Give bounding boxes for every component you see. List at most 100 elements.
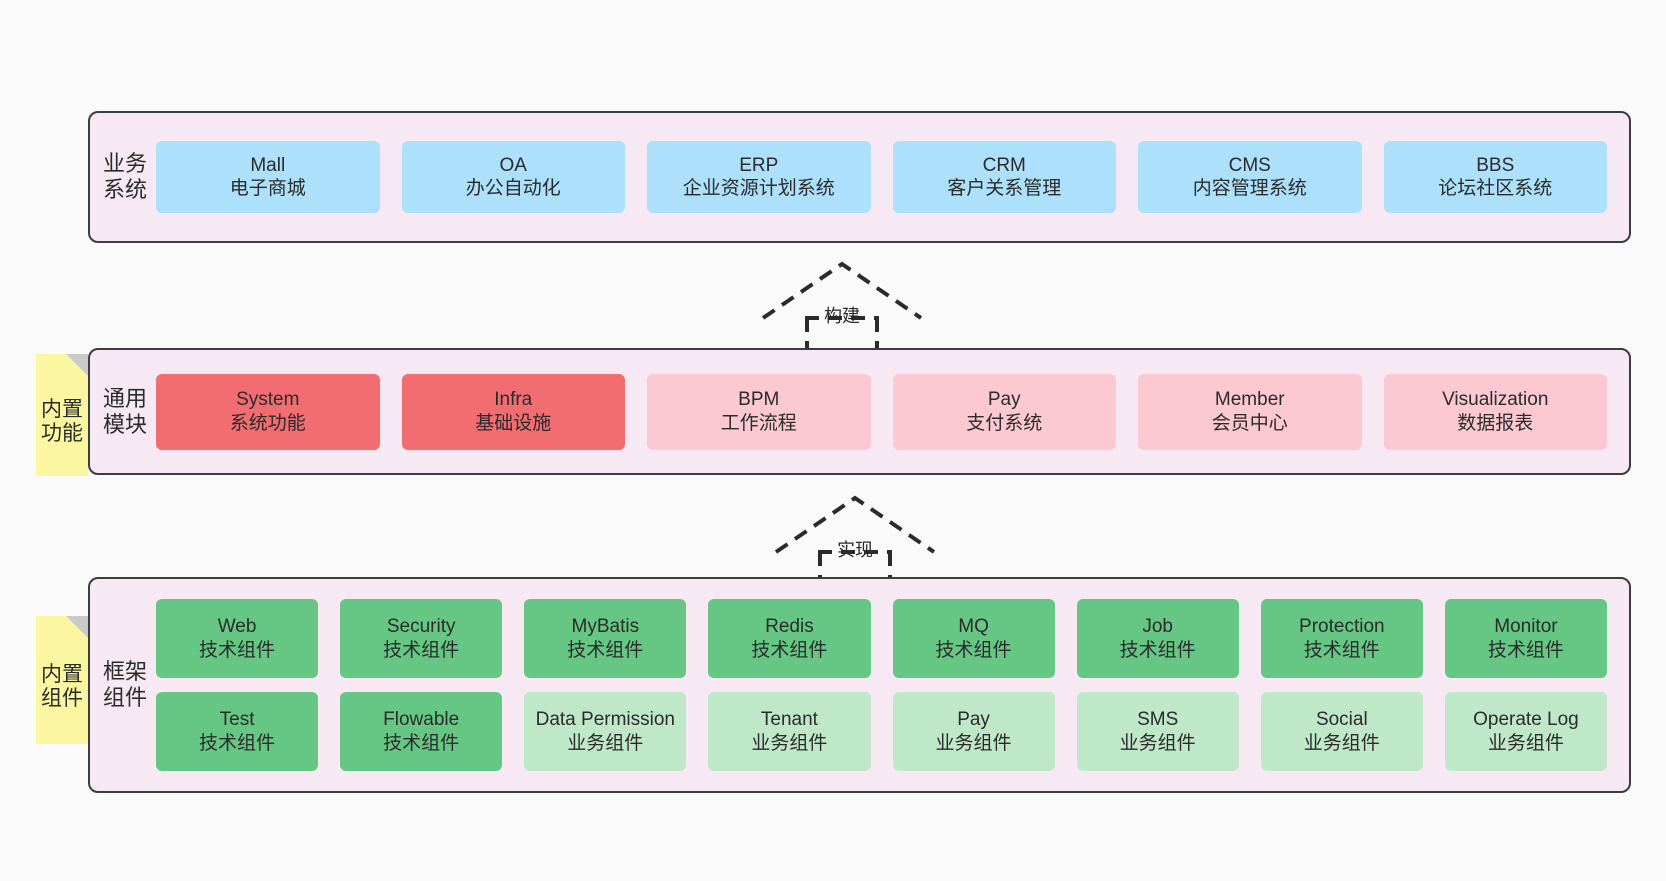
card-title-en: Redis	[765, 616, 814, 638]
card-data-permission[interactable]: Data Permission 业务组件	[524, 692, 687, 771]
card-title-cn: 业务组件	[567, 732, 644, 754]
card-title-en: MyBatis	[571, 616, 640, 638]
card-mq[interactable]: MQ 技术组件	[892, 599, 1055, 678]
layer-business-system[interactable]: 业务系统 Mall 电子商城 OA 办公自动化 ERP 企业资源计划系统 CRM…	[88, 111, 1631, 243]
card-title-cn: 技术组件	[199, 732, 276, 754]
card-crm[interactable]: CRM 客户关系管理	[892, 141, 1116, 213]
card-title-en: Pay	[957, 709, 990, 731]
card-protection[interactable]: Protection 技术组件	[1260, 599, 1423, 678]
card-infra[interactable]: Infra 基础设施	[401, 373, 625, 450]
card-title-en: CMS	[1228, 154, 1271, 176]
card-title-cn: 技术组件	[1119, 639, 1196, 661]
card-mall[interactable]: Mall 电子商城	[156, 141, 380, 213]
card-redis[interactable]: Redis 技术组件	[708, 599, 871, 678]
card-title-en: Web	[217, 616, 257, 638]
note-builtin-functions[interactable]: 内置功能	[36, 354, 88, 476]
card-row: Mall 电子商城 OA 办公自动化 ERP 企业资源计划系统 CRM 客户关系…	[156, 141, 1607, 213]
card-pay-module[interactable]: Pay 支付系统	[892, 373, 1116, 450]
page-fold-icon	[66, 616, 88, 638]
card-title-en: Tenant	[760, 709, 818, 731]
card-title-cn: 技术组件	[1487, 639, 1564, 661]
note-builtin-components[interactable]: 内置组件	[36, 616, 88, 744]
card-title-en: BBS	[1476, 154, 1515, 176]
card-title-en: CRM	[982, 154, 1026, 176]
card-title-en: Visualization	[1442, 389, 1549, 411]
layer-body-framework: Web 技术组件 Security 技术组件 MyBatis 技术组件 Redi…	[148, 579, 1629, 791]
card-title-en: Pay	[987, 389, 1021, 411]
card-title-cn: 技术组件	[383, 732, 460, 754]
card-title-cn: 系统功能	[229, 412, 306, 434]
card-system[interactable]: System 系统功能	[156, 373, 380, 450]
card-title-cn: 技术组件	[199, 639, 276, 661]
card-title-cn: 技术组件	[567, 639, 644, 661]
card-title-en: ERP	[739, 154, 779, 176]
connector-label-build: 构建	[824, 306, 860, 326]
layer-common-modules[interactable]: 通用模块 System 系统功能 Infra 基础设施 BPM 工作流程 Pay…	[88, 348, 1631, 475]
layer-title-framework: 框架组件	[102, 659, 147, 710]
card-title-cn: 技术组件	[935, 639, 1012, 661]
card-operate-log[interactable]: Operate Log 业务组件	[1444, 692, 1607, 771]
card-tenant[interactable]: Tenant 业务组件	[708, 692, 871, 771]
page-fold-icon	[66, 354, 88, 376]
card-title-en: Mall	[250, 154, 286, 176]
card-title-cn: 业务组件	[1119, 732, 1196, 754]
card-title-en: Job	[1142, 616, 1173, 638]
layer-title-business: 业务系统	[102, 151, 147, 202]
layer-title-modules: 通用模块	[102, 385, 147, 437]
card-monitor[interactable]: Monitor 技术组件	[1444, 599, 1607, 678]
card-title-cn: 客户关系管理	[947, 178, 1062, 199]
card-title-en: Operate Log	[1473, 709, 1579, 731]
card-pay-component[interactable]: Pay 业务组件	[892, 692, 1055, 771]
card-title-cn: 工作流程	[720, 412, 797, 434]
card-member[interactable]: Member 会员中心	[1138, 373, 1362, 450]
card-title-en: OA	[499, 154, 527, 176]
card-title-en: Data Permission	[535, 709, 675, 731]
card-erp[interactable]: ERP 企业资源计划系统	[647, 141, 871, 213]
card-title-cn: 业务组件	[751, 732, 828, 754]
card-title-cn: 技术组件	[383, 639, 460, 661]
layer-framework-components[interactable]: 框架组件 Web 技术组件 Security 技术组件 MyBatis 技术组件…	[88, 577, 1631, 793]
card-test[interactable]: Test 技术组件	[156, 692, 319, 771]
card-mybatis[interactable]: MyBatis 技术组件	[524, 599, 687, 678]
card-title-cn: 会员中心	[1211, 412, 1288, 434]
card-title-en: SMS	[1137, 709, 1179, 731]
card-bpm[interactable]: BPM 工作流程	[647, 373, 871, 450]
card-title-en: Protection	[1299, 616, 1385, 638]
card-web[interactable]: Web 技术组件	[156, 599, 319, 678]
card-title-en: Monitor	[1494, 616, 1558, 638]
connector-build-arrow: 构建	[757, 258, 927, 354]
connector-label-implement: 实现	[837, 540, 873, 560]
card-title-en: BPM	[738, 389, 780, 411]
card-title-en: Flowable	[383, 709, 460, 731]
card-sms[interactable]: SMS 业务组件	[1076, 692, 1239, 771]
card-job[interactable]: Job 技术组件	[1076, 599, 1239, 678]
card-title-cn: 电子商城	[229, 178, 306, 199]
card-security[interactable]: Security 技术组件	[340, 599, 503, 678]
card-title-en: Social	[1315, 709, 1368, 731]
card-row: Web 技术组件 Security 技术组件 MyBatis 技术组件 Redi…	[156, 599, 1607, 678]
card-cms[interactable]: CMS 内容管理系统	[1138, 141, 1362, 213]
card-title-cn: 基础设施	[475, 412, 552, 434]
note-label: 内置功能	[41, 397, 83, 445]
card-title-en: Test	[219, 709, 255, 731]
card-title-cn: 内容管理系统	[1192, 178, 1307, 199]
card-title-en: Infra	[494, 389, 533, 411]
card-social[interactable]: Social 业务组件	[1260, 692, 1423, 771]
card-title-cn: 论坛社区系统	[1438, 178, 1553, 199]
card-title-en: Member	[1214, 389, 1285, 411]
layer-body-modules: System 系统功能 Infra 基础设施 BPM 工作流程 Pay 支付系统…	[148, 350, 1629, 473]
card-visualization[interactable]: Visualization 数据报表	[1383, 373, 1607, 450]
card-flowable[interactable]: Flowable 技术组件	[340, 692, 503, 771]
card-title-cn: 数据报表	[1457, 412, 1534, 434]
card-title-cn: 业务组件	[1303, 732, 1380, 754]
card-row: Test 技术组件 Flowable 技术组件 Data Permission …	[156, 692, 1607, 771]
card-title-en: System	[236, 389, 300, 411]
layer-body-business: Mall 电子商城 OA 办公自动化 ERP 企业资源计划系统 CRM 客户关系…	[148, 113, 1629, 241]
card-title-cn: 业务组件	[935, 732, 1012, 754]
card-bbs[interactable]: BBS 论坛社区系统	[1383, 141, 1607, 213]
card-title-en: Security	[386, 616, 456, 638]
card-oa[interactable]: OA 办公自动化	[401, 141, 625, 213]
card-title-cn: 技术组件	[751, 639, 828, 661]
note-label: 内置组件	[41, 662, 83, 710]
